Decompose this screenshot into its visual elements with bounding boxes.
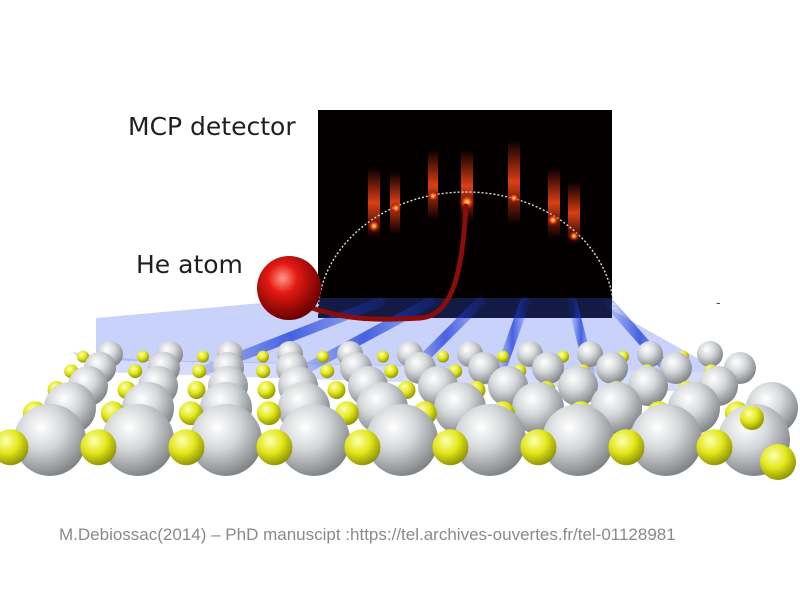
lattice-atom-small (197, 350, 209, 363)
crystal-surface (0, 341, 798, 480)
lattice-atom-small (0, 429, 29, 466)
he-atom-sphere (257, 256, 321, 320)
lattice-atom-large (697, 341, 723, 367)
mcp-detector-screen (317, 110, 615, 318)
lattice-atom-small (320, 364, 335, 379)
lattice-atom-small (256, 401, 281, 426)
lattice-atom-large (190, 404, 262, 476)
lattice-atom-large (558, 366, 598, 406)
lattice-atom-small (608, 429, 645, 466)
diffraction-spots (367, 190, 580, 242)
atom-trajectory (289, 203, 469, 322)
mcp-detector-label: MCP detector (128, 112, 296, 141)
lattice-atom-large (596, 352, 628, 384)
lattice-atom-small (168, 429, 205, 466)
lattice-atom-small (760, 444, 796, 480)
lattice-atom-large (454, 404, 526, 476)
scattering-circle (317, 191, 615, 315)
lattice-atom-small (317, 350, 329, 363)
lattice-atom-small (192, 364, 207, 379)
lattice-atom-small (80, 429, 117, 466)
lattice-atom-large (278, 404, 350, 476)
lattice-atom-small (520, 429, 557, 466)
lattice-atom-small (187, 381, 206, 399)
lattice-atom-small (257, 381, 276, 399)
lattice-atom-small (696, 429, 733, 466)
lattice-atom-small (256, 364, 271, 379)
lattice-atom-large (630, 404, 702, 476)
lattice-atom-small (432, 429, 469, 466)
lattice-atom-large (637, 341, 663, 367)
lattice-atom-large (577, 341, 603, 367)
lattice-atom-small (384, 364, 399, 379)
lattice-atom-small (437, 350, 449, 363)
lattice-atom-large (660, 352, 692, 384)
lattice-atom-small (77, 350, 89, 363)
lattice-atom-small (137, 350, 149, 363)
lattice-atom-large (532, 352, 564, 384)
lattice-atom-small (327, 381, 346, 399)
he-atom-group (257, 203, 469, 322)
lattice-atom-small (257, 350, 269, 363)
lattice-atom-small (377, 350, 389, 363)
image-credit: M.Debiossac(2014) – PhD manuscipt :https… (59, 525, 676, 544)
lattice-atom-large (366, 404, 438, 476)
lattice-atom-small (740, 406, 764, 430)
lattice-atom-large (14, 404, 86, 476)
lattice-atom-small (497, 350, 509, 363)
he-atom-label: He atom (136, 250, 243, 279)
lattice-atom-large (102, 404, 174, 476)
lattice-atom-large (542, 404, 614, 476)
lattice-atom-small (128, 364, 143, 379)
lattice-atom-small (256, 429, 293, 466)
stray-mark: - (716, 294, 721, 310)
lattice-atom-small (344, 429, 381, 466)
